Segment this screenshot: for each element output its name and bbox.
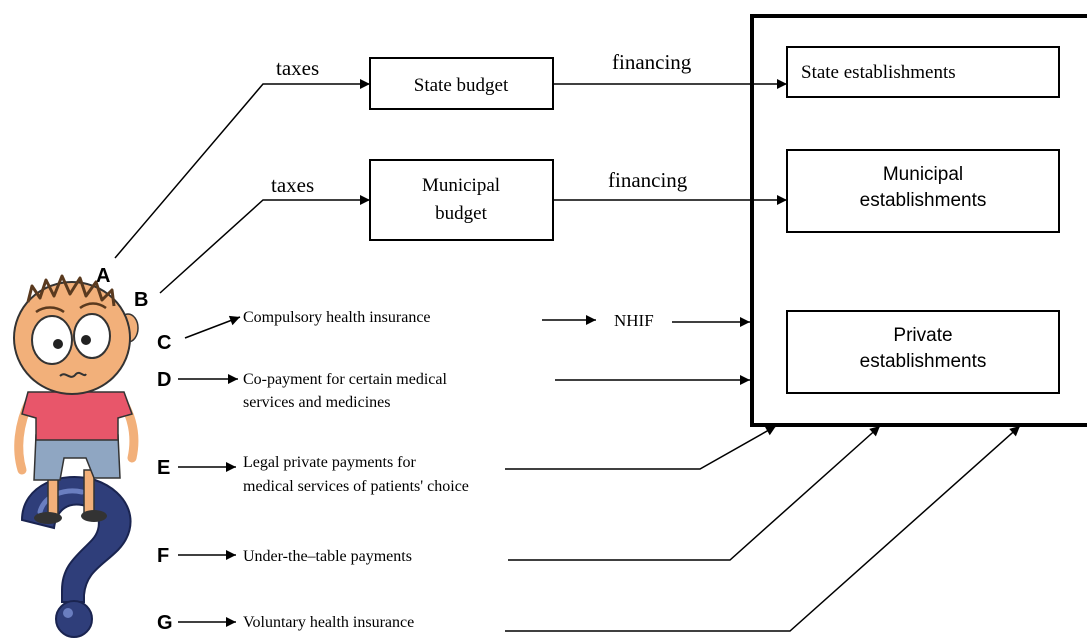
private-establishments-box [786, 310, 1060, 394]
private-establishments-label-1: Private [893, 325, 952, 346]
municipal-budget-label-2: budget [435, 203, 487, 224]
source-letter-g: G [157, 612, 173, 634]
flow-label-c: Compulsory health insurance [243, 309, 431, 326]
flow-label-d-2: services and medicines [243, 394, 391, 411]
edge-label-financing-municipal: financing [608, 168, 688, 192]
edge-c-source [184, 315, 241, 339]
edge-a-taxes [114, 79, 370, 259]
flow-label-e-2: medical services of patients' choice [243, 478, 469, 495]
flow-label-e-1: Legal private payments for [243, 454, 416, 471]
source-letter-f: F [157, 545, 169, 567]
private-establishments-label-2: establishments [860, 351, 987, 372]
source-letter-a: A [96, 265, 110, 287]
municipal-establishments-label-2: establishments [860, 190, 987, 211]
flow-label-d-1: Co-payment for certain medical [243, 371, 447, 388]
edge-f-to-establishments [508, 425, 881, 561]
municipal-establishments-label-1: Municipal [883, 164, 963, 185]
edge-label-taxes-b: taxes [271, 173, 314, 197]
municipal-budget-box [369, 159, 554, 241]
source-letter-c: C [157, 332, 171, 354]
edge-label-taxes-a: taxes [276, 56, 319, 80]
source-letter-b: B [134, 289, 148, 311]
source-letter-d: D [157, 369, 171, 391]
confused-boy-icon [13, 274, 139, 524]
state-establishments-label: State establishments [801, 62, 956, 83]
flow-label-g: Voluntary health insurance [243, 614, 414, 631]
flow-label-f: Under-the–table payments [243, 548, 412, 565]
nhif-label: NHIF [614, 311, 654, 330]
establishments-container [750, 14, 1087, 427]
edge-e-to-establishments [505, 425, 777, 470]
municipal-budget-label-1: Municipal [422, 175, 500, 196]
municipal-establishments-box [786, 149, 1060, 233]
state-establishments-box [786, 46, 1060, 98]
edge-label-financing-state: financing [612, 50, 692, 74]
edge-b-taxes [159, 195, 370, 294]
state-budget-label: State budget [414, 75, 509, 96]
question-mark-icon [20, 475, 132, 638]
edge-g-to-establishments [505, 425, 1021, 632]
source-letter-e: E [157, 457, 170, 479]
